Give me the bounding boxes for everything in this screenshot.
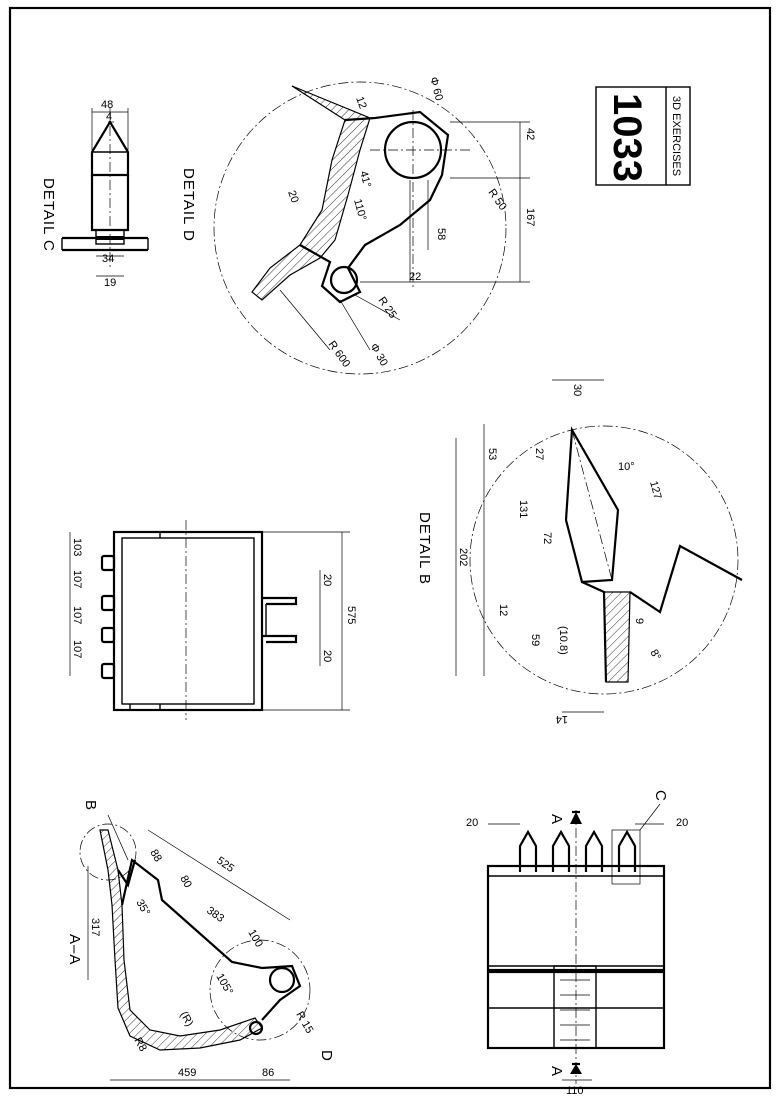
dim-b-10deg: 10° [618,461,635,473]
dim-d-110: 110° [351,198,368,222]
dim-b-12: 12 [497,604,509,616]
hinge-hole-small [329,265,359,295]
dim-c-19: 19 [104,277,116,289]
dim-d-r600: R 600 [326,339,353,370]
dim-b-8: 8° [647,648,663,663]
dim-b-202: 202 [457,548,469,566]
dim-f-103: 103 [71,538,83,556]
dim-s-100: 100 [245,928,265,950]
dim-s-105: 105° [213,972,235,998]
label-b-marker: B [82,800,99,811]
detail-c-view: 48 4 34 19 DETAIL C [40,99,149,289]
dim-t-110: 110 [566,1085,584,1096]
dim-s-317: 317 [89,918,101,936]
dim-f-20b: 20 [321,650,333,662]
dim-s-86: 86 [262,1067,274,1079]
title-subtitle: 3D EXERCISES [670,96,682,176]
dim-b-9: 9 [633,618,645,624]
dim-d-12: 12 [353,95,368,111]
dim-c-4: 4 [106,111,112,123]
dim-s-459: 459 [178,1067,196,1079]
label-detail-d: DETAIL D [180,168,197,242]
dim-c-34: 34 [102,253,114,265]
dim-b-30: 30 [571,384,583,396]
dim-f-20a: 20 [321,574,333,586]
dim-s-80: 80 [177,874,194,891]
dim-d-phi30: Φ 30 [367,342,389,369]
front-view: 103 107 107 107 20 20 575 [69,520,357,720]
dim-d-22: 22 [409,271,421,283]
label-detail-c: DETAIL C [40,178,57,252]
dim-f-107b: 107 [71,606,83,624]
label-a-bottom: A [548,1066,565,1077]
dim-b-14: 14 [556,713,568,725]
dim-s-r1: (R) [177,1010,195,1029]
dim-t-20a: 20 [466,817,478,829]
dim-s-35: 35° [133,898,152,918]
dim-b-10-8: (10.8) [557,626,569,655]
dim-b-127: 127 [647,480,663,501]
dim-b-27: 27 [533,448,545,460]
dim-s-525: 525 [214,855,236,875]
sheet-border [8,6,772,1090]
dim-s-r15: R 15 [293,1010,315,1036]
label-section-aa: A–A [66,934,83,965]
title-block: 1033 3D EXERCISES [595,86,691,186]
dim-d-phi60: Φ 60 [427,76,445,102]
label-c-marker: C [652,790,669,802]
dim-s-383: 383 [204,905,226,925]
dim-d-r50: R 50 [486,187,509,213]
dim-b-59: 59 [529,634,541,646]
top-view: 20 20 110 A A C [466,790,688,1096]
dim-c-48: 48 [101,99,113,111]
dim-d-r25: R 25 [376,295,399,321]
dim-f-107a: 107 [71,570,83,588]
dim-b-53: 53 [486,448,498,460]
label-a-top: A [548,814,565,825]
label-detail-b: DETAIL B [416,512,433,585]
dim-d-167: 167 [524,208,536,226]
label-d-marker: D [318,1050,335,1062]
dim-d-41: 41° [357,170,373,189]
dim-t-20b: 20 [676,817,688,829]
detail-b-view: DETAIL B 202 53 27 30 10° 127 131 72 12 … [416,379,743,725]
dim-s-88: 88 [147,848,164,865]
dim-b-131: 131 [517,500,529,518]
dim-d-42: 42 [524,128,536,140]
dim-d-58: 58 [435,228,447,240]
dim-b-72: 72 [541,532,553,544]
dim-d-20: 20 [285,189,300,205]
dim-f-575: 575 [345,606,357,624]
dim-f-107c: 107 [71,640,83,658]
detail-d-view: DETAIL D 12 Φ 60 42 167 R 50 58 22 41° 1… [180,76,536,375]
title-number: 1033 [605,93,649,182]
section-a-a-view: A–A B D 88 525 80 35° 383 317 100 105° R… [66,800,335,1081]
